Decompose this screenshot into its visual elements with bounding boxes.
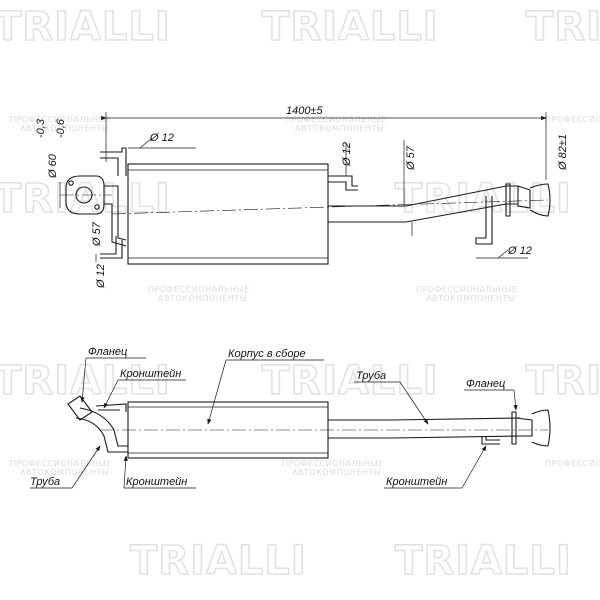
flange-tolerance-label-2: -0,6 bbox=[55, 118, 67, 138]
watermark-tagline: АВТОКОМПОНЕНТЫ bbox=[295, 124, 384, 133]
outlet-flange bbox=[505, 183, 511, 217]
front-flange bbox=[67, 395, 93, 421]
right-bracket bbox=[475, 196, 487, 244]
watermark-tagline: ПРОФЕССИОНАЛЬНЫЕ bbox=[545, 459, 600, 468]
watermark-tagline: ПРОФЕССИОНАЛЬНЫЕ bbox=[10, 115, 112, 124]
label-bracket-top-left: Кронштейн bbox=[120, 368, 181, 380]
front-bracket bbox=[95, 403, 127, 412]
watermark-brand: TRIALLI bbox=[0, 4, 171, 50]
watermark-tagline: ПРОФЕССИОНАЛЬНЫЕ bbox=[416, 285, 518, 294]
bracket-diameter-left-label: Ø 12 bbox=[95, 264, 107, 289]
front-pipe bbox=[79, 407, 128, 447]
label-pipe-right: Труба bbox=[356, 370, 386, 382]
flange-diameter-label: Ø 60 bbox=[47, 153, 59, 179]
watermark-tagline: АВТОКОМПОНЕНТЫ bbox=[20, 468, 109, 477]
muffler-body bbox=[127, 163, 329, 265]
watermark-layer: TRIALLI TRIALLI TRIALLI TRIALLI TRIALLI … bbox=[0, 3, 600, 585]
watermark-brand: TRIALLI bbox=[526, 4, 600, 50]
watermark-tagline: АВТОКОМПОНЕНТЫ bbox=[426, 294, 515, 303]
watermark-tagline: ПРОФЕССИОНАЛЬНЫЕ bbox=[282, 459, 384, 468]
watermark-brand: TRIALLI bbox=[262, 4, 439, 50]
top-view: 1400±5 -0,3 -0,6 Ø 60 Ø 57 Ø 12 Ø bbox=[35, 105, 569, 289]
rear-flange bbox=[511, 411, 517, 445]
outlet-diameter-label: Ø 82±1 bbox=[557, 134, 569, 171]
watermark-tagline: АВТОКОМПОНЕНТЫ bbox=[20, 124, 109, 133]
rear-tip bbox=[531, 409, 551, 447]
left-bottom-bracket bbox=[100, 236, 117, 255]
watermark-tagline: АВТОКОМПОНЕНТЫ bbox=[158, 294, 247, 303]
outlet-tip bbox=[529, 183, 551, 217]
rear-pipe bbox=[328, 417, 521, 421]
label-flange-right: Фланец bbox=[466, 378, 505, 390]
pipe-diameter-right-label: Ø 57 bbox=[405, 145, 417, 171]
watermark-brand: TRIALLI bbox=[0, 176, 171, 222]
watermark-tagline: ПРОФЕССИОНАЛЬНЫЕ bbox=[545, 115, 600, 124]
label-pipe-left: Труба bbox=[30, 476, 60, 488]
watermark-brand: TRIALLI bbox=[526, 358, 600, 404]
overall-length-label: 1400±5 bbox=[286, 105, 324, 117]
flange-tolerance-label: -0,3 bbox=[35, 118, 47, 138]
watermark-tagline: ПРОФЕССИОНАЛЬНЫЕ bbox=[148, 285, 250, 294]
label-flange-left: Фланец bbox=[88, 346, 127, 358]
tail-pipe bbox=[328, 185, 518, 207]
left-top-bracket bbox=[100, 147, 127, 176]
mid-bracket bbox=[328, 175, 358, 187]
label-bracket-bottom-left: Кронштейн bbox=[126, 476, 187, 488]
bracket-diameter-top-label: Ø 12 bbox=[149, 132, 174, 144]
label-bracket-bottom-right: Кронштейн bbox=[386, 476, 447, 488]
bracket-diameter-mid-label: Ø 12 bbox=[341, 142, 353, 167]
bracket-diameter-right-label: Ø 12 bbox=[507, 245, 532, 257]
watermark-brand: TRIALLI bbox=[395, 176, 572, 222]
watermark-brand: TRIALLI bbox=[395, 538, 572, 584]
watermark-tagline: АВТОКОМПОНЕНТЫ bbox=[292, 468, 381, 477]
side-view: Фланец Кронштейн Корпус в сборе Труба Фл… bbox=[30, 346, 551, 489]
pipe-diameter-left-label: Ø 57 bbox=[91, 221, 103, 247]
watermark-tagline: ПРОФЕССИОНАЛЬНЫЕ bbox=[10, 459, 112, 468]
watermark-brand: TRIALLI bbox=[262, 358, 439, 404]
label-body-assembly: Корпус в сборе bbox=[228, 348, 306, 360]
rear-bracket bbox=[481, 436, 500, 445]
watermark-brand: TRIALLI bbox=[130, 538, 307, 584]
